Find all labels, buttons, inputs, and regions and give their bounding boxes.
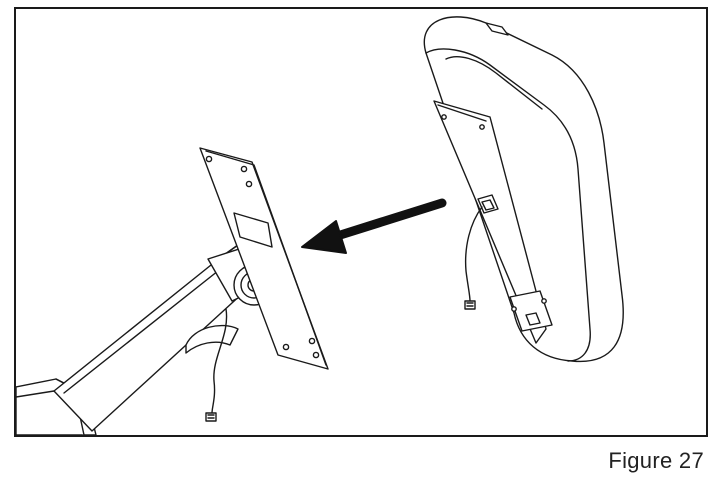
assembly-illustration: [16, 16, 624, 435]
console-cable: [464, 206, 483, 310]
arm-cable: [205, 308, 228, 422]
console-housing: [423, 16, 624, 363]
figure-caption: Figure 27: [608, 448, 704, 473]
direction-arrow: [301, 198, 447, 254]
illustration-frame: [14, 7, 708, 437]
mounting-plate: [199, 147, 329, 370]
